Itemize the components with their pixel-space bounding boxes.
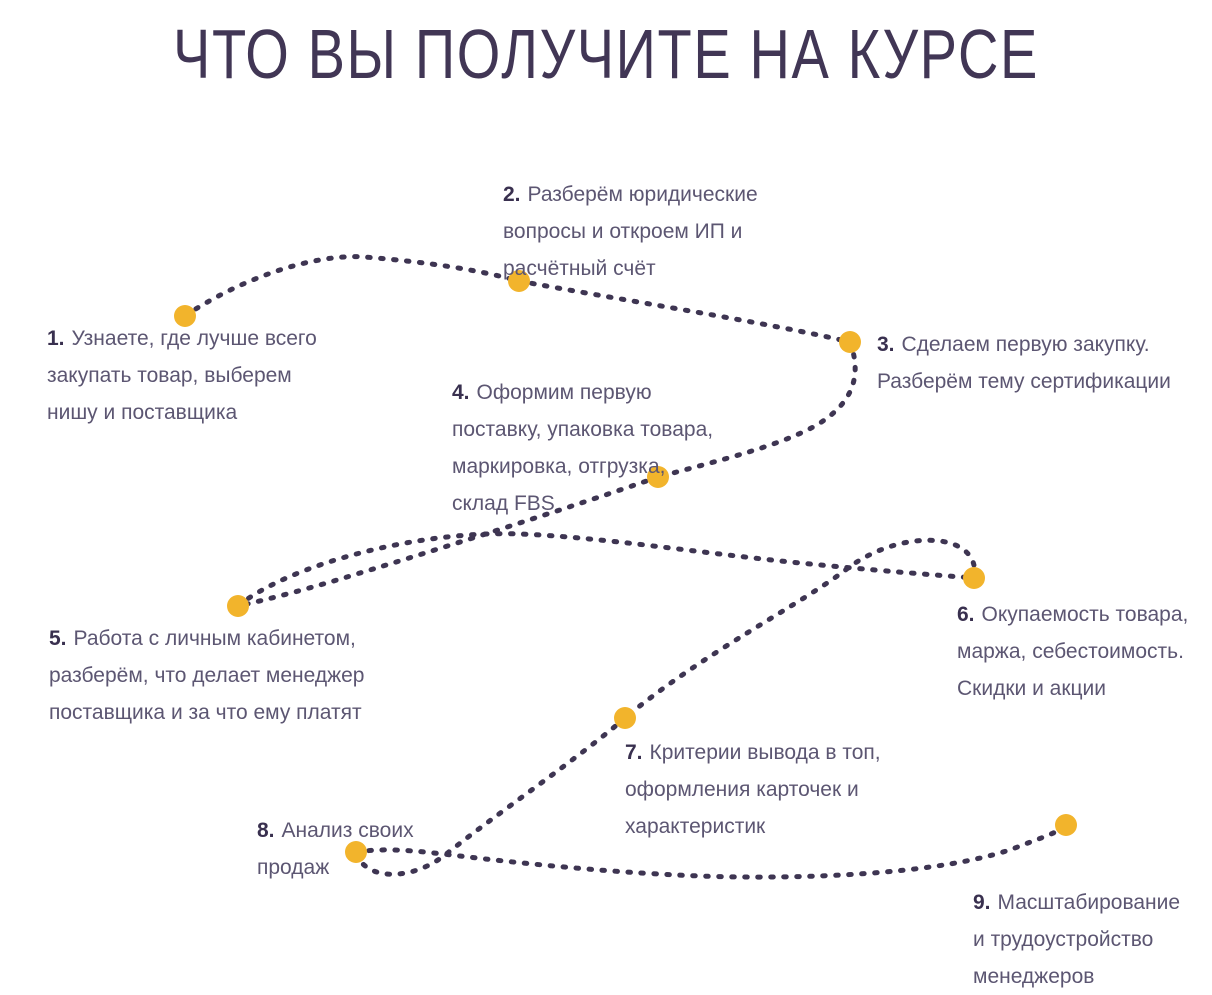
step-text: Окупаемость товара, маржа, себестоимость… bbox=[957, 603, 1189, 700]
dotted-route-map bbox=[174, 254, 1077, 880]
step-number: 2. bbox=[503, 183, 521, 206]
step-note-9: 9.Масштабирование и трудоустройство мене… bbox=[973, 884, 1212, 995]
route-segment-6-7 bbox=[622, 537, 978, 721]
step-dot-1 bbox=[174, 305, 196, 327]
route-segment-5-6 bbox=[235, 531, 977, 609]
step-number: 3. bbox=[877, 333, 895, 356]
route-segment-4-5 bbox=[235, 474, 661, 609]
step-number: 1. bbox=[47, 327, 65, 350]
step-text: Критерии вывода в топ, оформления карточ… bbox=[625, 741, 881, 838]
step-note-6: 6.Окупаемость товара, маржа, себестоимос… bbox=[957, 596, 1212, 707]
step-note-8: 8.Анализ своих продаж bbox=[257, 812, 457, 886]
step-number: 9. bbox=[973, 891, 991, 914]
route-segment-7-8 bbox=[353, 715, 628, 877]
route-segment-3-4 bbox=[655, 339, 858, 480]
step-note-3: 3.Сделаем первую закупку. Разберём тему … bbox=[877, 326, 1212, 400]
step-note-1: 1.Узнаете, где лучше всего закупать това… bbox=[47, 320, 357, 431]
step-text: Разберём юридические вопросы и откроем И… bbox=[503, 183, 758, 280]
step-dot-9 bbox=[1055, 814, 1077, 836]
step-dot-2 bbox=[508, 270, 530, 292]
step-text: Сделаем первую закупку. Разберём тему се… bbox=[877, 333, 1171, 393]
step-number: 6. bbox=[957, 603, 975, 626]
step-text: Оформим первую поставку, упаковка товара… bbox=[452, 381, 714, 515]
step-number: 5. bbox=[49, 627, 67, 650]
route-path bbox=[182, 254, 1069, 880]
course-benefits-diagram: ЧТО ВЫ ПОЛУЧИТЕ НА КУРСЕ 1.Узнаете, где … bbox=[47, 15, 1212, 988]
step-note-5: 5.Работа с личным кабинетом, разберём, ч… bbox=[49, 620, 419, 731]
step-text: Работа с личным кабинетом, разберём, что… bbox=[49, 627, 365, 724]
step-dot-6 bbox=[963, 567, 985, 589]
step-text: Масштабирование и трудоустройство менедж… bbox=[973, 891, 1181, 988]
step-dot-4 bbox=[647, 466, 669, 488]
route-segment-8-9 bbox=[353, 822, 1069, 880]
route-segment-1-2 bbox=[182, 254, 522, 319]
step-dot-3 bbox=[839, 331, 861, 353]
step-note-2: 2.Разберём юридические вопросы и откроем… bbox=[503, 176, 813, 287]
step-dot-7 bbox=[614, 707, 636, 729]
step-dot-8 bbox=[345, 841, 367, 863]
step-dot-5 bbox=[227, 595, 249, 617]
page-title: ЧТО ВЫ ПОЛУЧИТЕ НА КУРСЕ bbox=[173, 15, 1039, 93]
step-note-4: 4.Оформим первую поставку, упаковка това… bbox=[452, 374, 752, 522]
step-text: Анализ своих продаж bbox=[257, 819, 414, 879]
route-dots bbox=[174, 270, 1077, 863]
route-segment-2-3 bbox=[516, 278, 853, 345]
step-number: 7. bbox=[625, 741, 643, 764]
step-number: 4. bbox=[452, 381, 470, 404]
step-number: 8. bbox=[257, 819, 275, 842]
step-note-7: 7.Критерии вывода в топ, оформления карт… bbox=[625, 734, 935, 845]
step-text: Узнаете, где лучше всего закупать товар,… bbox=[47, 327, 317, 424]
